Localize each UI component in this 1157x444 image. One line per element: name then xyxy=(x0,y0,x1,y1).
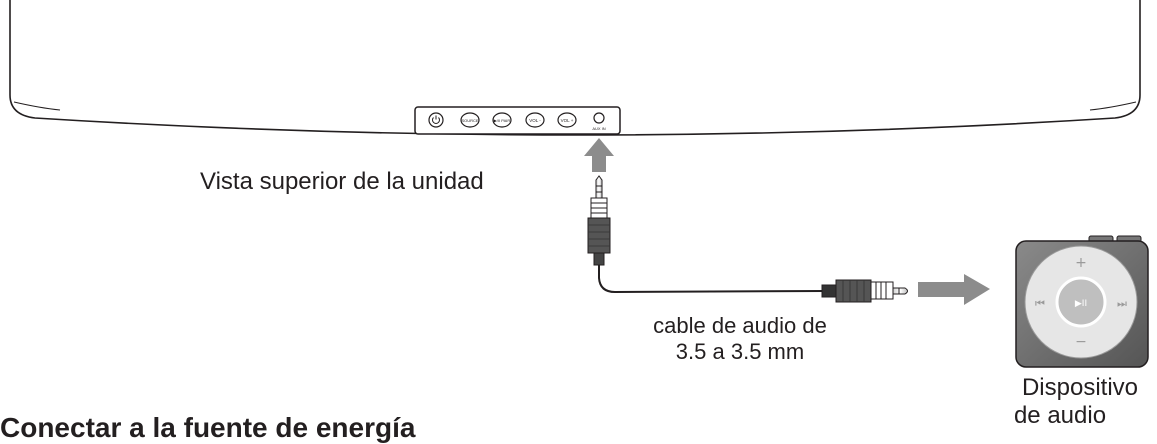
source-button[interactable]: SOURCE xyxy=(460,112,480,128)
device-label-line1: Dispositivo xyxy=(1021,374,1139,401)
power-icon xyxy=(432,115,440,124)
connection-diagram: SOURCE ▶/II PAIR VOL - VOL + AUX IN xyxy=(9,0,1149,368)
play-pause-icon: ▶II xyxy=(1075,299,1087,309)
volume-down-button[interactable]: VOL - xyxy=(525,112,545,128)
volume-up-button-label: VOL + xyxy=(561,118,574,123)
play-pair-button-label: ▶/II PAIR xyxy=(494,118,511,123)
vertical-audio-plug xyxy=(587,175,611,266)
section-heading: Conectar a la fuente de energía xyxy=(0,412,416,443)
audio-player-device: + − ⏮ ⏭ ▶II xyxy=(1015,235,1149,368)
device-label-line2: de audio xyxy=(1013,402,1107,429)
cable-label-line1: cable de audio de xyxy=(653,313,827,338)
speaker-unit-top-view: SOURCE ▶/II PAIR VOL - VOL + AUX IN xyxy=(9,0,1141,136)
control-panel: SOURCE ▶/II PAIR VOL - VOL + AUX IN xyxy=(414,106,621,135)
aux-in-jack[interactable]: AUX IN xyxy=(592,112,606,131)
volume-minus-icon: − xyxy=(1075,334,1087,350)
top-view-label: Vista superior de la unidad xyxy=(200,168,484,195)
cable-label-line2: 3.5 a 3.5 mm xyxy=(675,339,805,364)
insert-arrow-up xyxy=(584,138,614,172)
previous-track-icon: ⏮ xyxy=(1035,297,1045,310)
audio-cable xyxy=(598,265,826,294)
next-track-icon: ⏭ xyxy=(1117,297,1127,310)
volume-plus-icon: + xyxy=(1075,255,1087,271)
insert-arrow-right xyxy=(918,274,990,305)
power-button[interactable] xyxy=(428,112,444,128)
play-pair-button[interactable]: ▶/II PAIR xyxy=(492,112,512,128)
horizontal-audio-plug xyxy=(821,279,908,303)
volume-up-button[interactable]: VOL + xyxy=(557,112,577,128)
volume-down-button-label: VOL - xyxy=(529,118,541,123)
source-button-label: SOURCE xyxy=(461,118,478,123)
aux-in-label: AUX IN xyxy=(592,126,605,131)
